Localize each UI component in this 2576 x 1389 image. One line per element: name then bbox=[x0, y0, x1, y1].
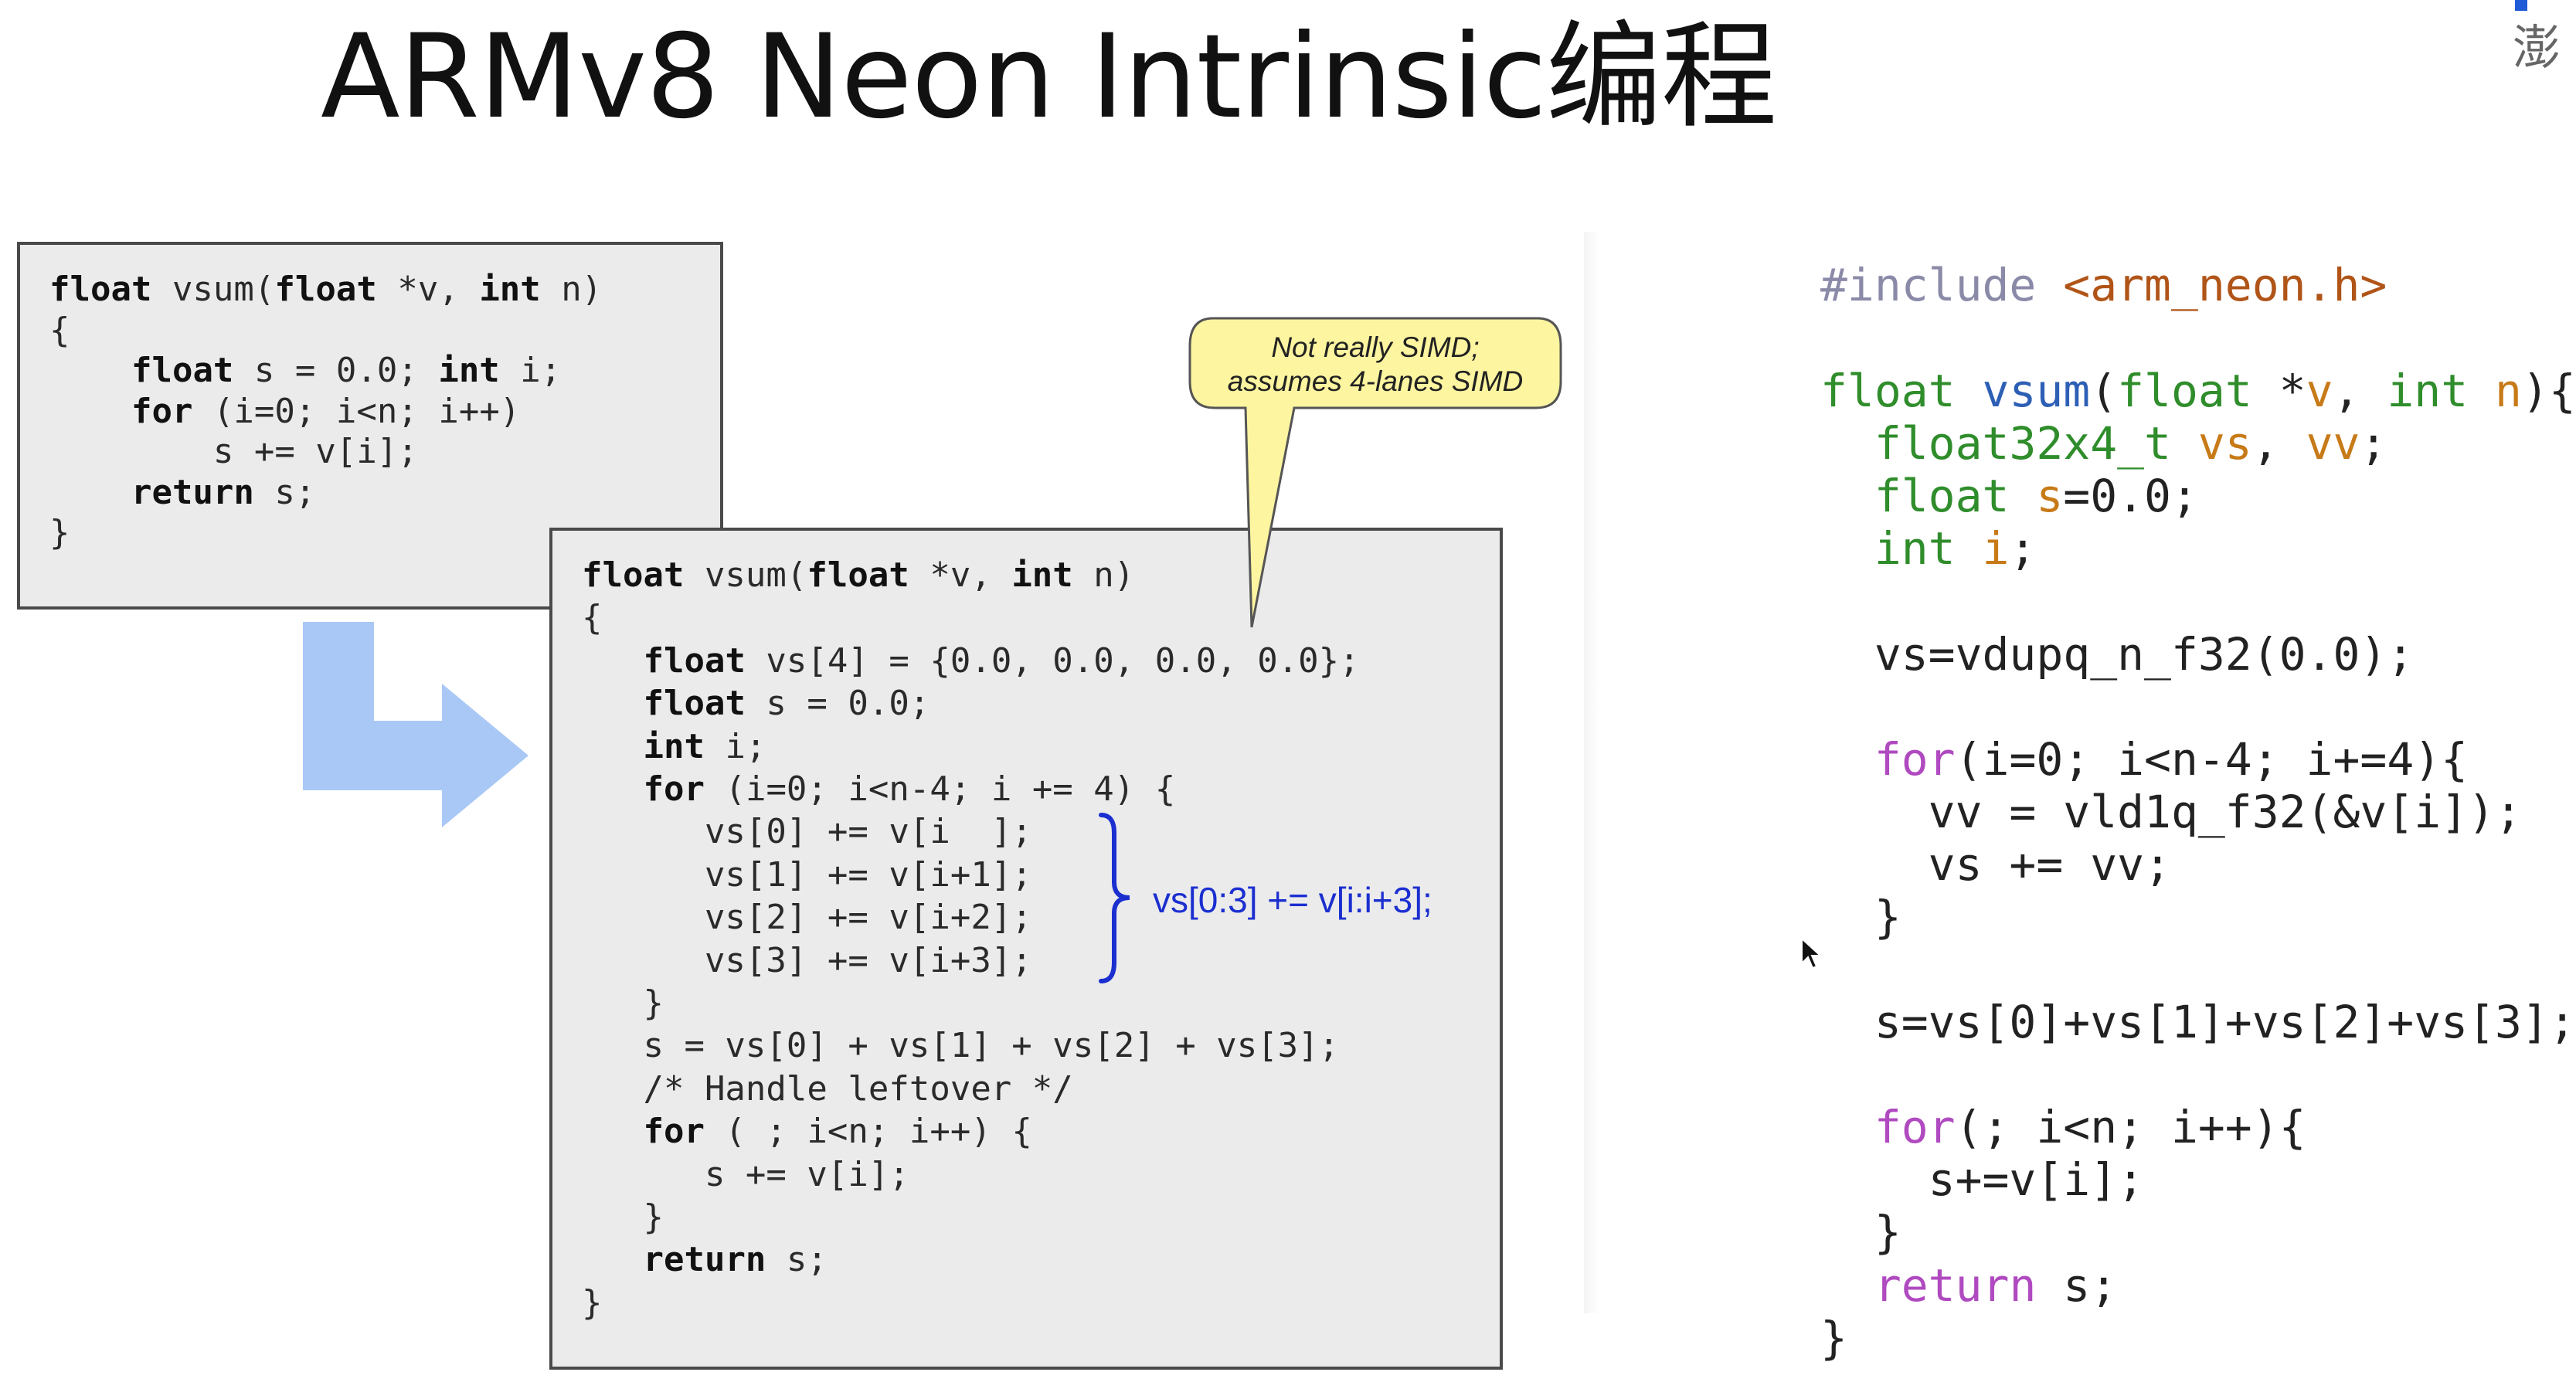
code-line: } bbox=[582, 983, 664, 1023]
code-line: float vsum(float *v, int n) bbox=[49, 270, 603, 309]
panel-divider bbox=[1584, 232, 1599, 1313]
neon-code-line: for(i=0; i<n-4; i+=4){ bbox=[1874, 733, 2469, 786]
code-line: vs[1] += v[i+1]; bbox=[582, 854, 1032, 895]
neon-code-line: #include <arm_neon.h> bbox=[1820, 259, 2387, 311]
code-line: float vs[4] = {0.0, 0.0, 0.0, 0.0}; bbox=[643, 640, 1360, 681]
mouse-cursor-icon bbox=[1801, 936, 1823, 970]
neon-code-line: float s=0.0; bbox=[1874, 470, 2198, 522]
code-line: vs[3] += v[i+3]; bbox=[582, 940, 1032, 980]
neon-code-line: return s; bbox=[1874, 1259, 2118, 1312]
code-line: { bbox=[49, 310, 70, 350]
code-line: s += v[i]; bbox=[49, 432, 418, 471]
neon-code-line: vv = vld1q_f32(&v[i]); bbox=[1820, 786, 2522, 838]
code-line: int i; bbox=[643, 726, 766, 766]
vector-add-annotation: vs[0:3] += v[i:i+3]; bbox=[1153, 880, 1432, 920]
callout-line-2: assumes 4-lanes SIMD bbox=[1227, 365, 1524, 397]
neon-code-line: } bbox=[1820, 1312, 1847, 1364]
corner-marker bbox=[2515, 0, 2527, 11]
speech-bubble-icon bbox=[1188, 317, 1562, 628]
code-line: } bbox=[582, 1282, 603, 1323]
callout-text: Not really SIMD; assumes 4-lanes SIMD bbox=[1194, 331, 1557, 399]
code-line: { bbox=[582, 598, 603, 638]
curly-brace-icon bbox=[1099, 813, 1130, 983]
code-line: return s; bbox=[131, 472, 316, 512]
code-line: return s; bbox=[643, 1240, 828, 1280]
transform-arrow-icon bbox=[303, 622, 528, 827]
neon-code-line: } bbox=[1820, 891, 1901, 943]
code-line: } bbox=[49, 513, 70, 552]
neon-code-line: } bbox=[1820, 1206, 1901, 1258]
code-line: vs[0] += v[i ]; bbox=[582, 812, 1032, 852]
code-line: /* Handle leftover */ bbox=[582, 1068, 1073, 1109]
neon-code-line: s=vs[0]+vs[1]+vs[2]+vs[3]; bbox=[1820, 996, 2576, 1048]
code-line: float s = 0.0; bbox=[643, 684, 930, 724]
code-line: float s = 0.0; int i; bbox=[131, 351, 562, 390]
neon-code-line: float32x4_t vs, vv; bbox=[1874, 417, 2387, 470]
corner-text: 澎 bbox=[2513, 19, 2561, 76]
neon-code-line: float vsum(float *v, int n){ bbox=[1820, 365, 2576, 417]
code-line: for (i=0; i<n-4; i += 4) { bbox=[643, 769, 1176, 809]
code-line: s = vs[0] + vs[1] + vs[2] + vs[3]; bbox=[582, 1026, 1340, 1066]
neon-code-line: int i; bbox=[1874, 522, 2037, 575]
code-line: } bbox=[582, 1197, 664, 1237]
neon-code-line: vs=vdupq_n_f32(0.0); bbox=[1820, 628, 2415, 681]
neon-code-line: s+=v[i]; bbox=[1820, 1153, 2145, 1206]
slide-title: ARMv8 Neon Intrinsic编程 bbox=[321, 10, 1777, 144]
code-line: for (i=0; i<n; i++) bbox=[131, 391, 521, 431]
code-line: for ( ; i<n; i++) { bbox=[643, 1112, 1032, 1152]
code-line: float vsum(float *v, int n) bbox=[582, 555, 1135, 595]
neon-code-line: for(; i<n; i++){ bbox=[1874, 1101, 2306, 1153]
code-line: vs[2] += v[i+2]; bbox=[582, 898, 1032, 938]
callout-line-1: Not really SIMD; bbox=[1271, 331, 1480, 363]
neon-code-line: vs += vv; bbox=[1820, 838, 2171, 891]
unrolled-code-box: float vsum(float *v, int n){ float vs[4]… bbox=[549, 528, 1503, 1370]
code-line: s += v[i]; bbox=[582, 1154, 909, 1194]
scalar-code-box: float vsum(float *v, int n){ float s = 0… bbox=[17, 242, 723, 610]
